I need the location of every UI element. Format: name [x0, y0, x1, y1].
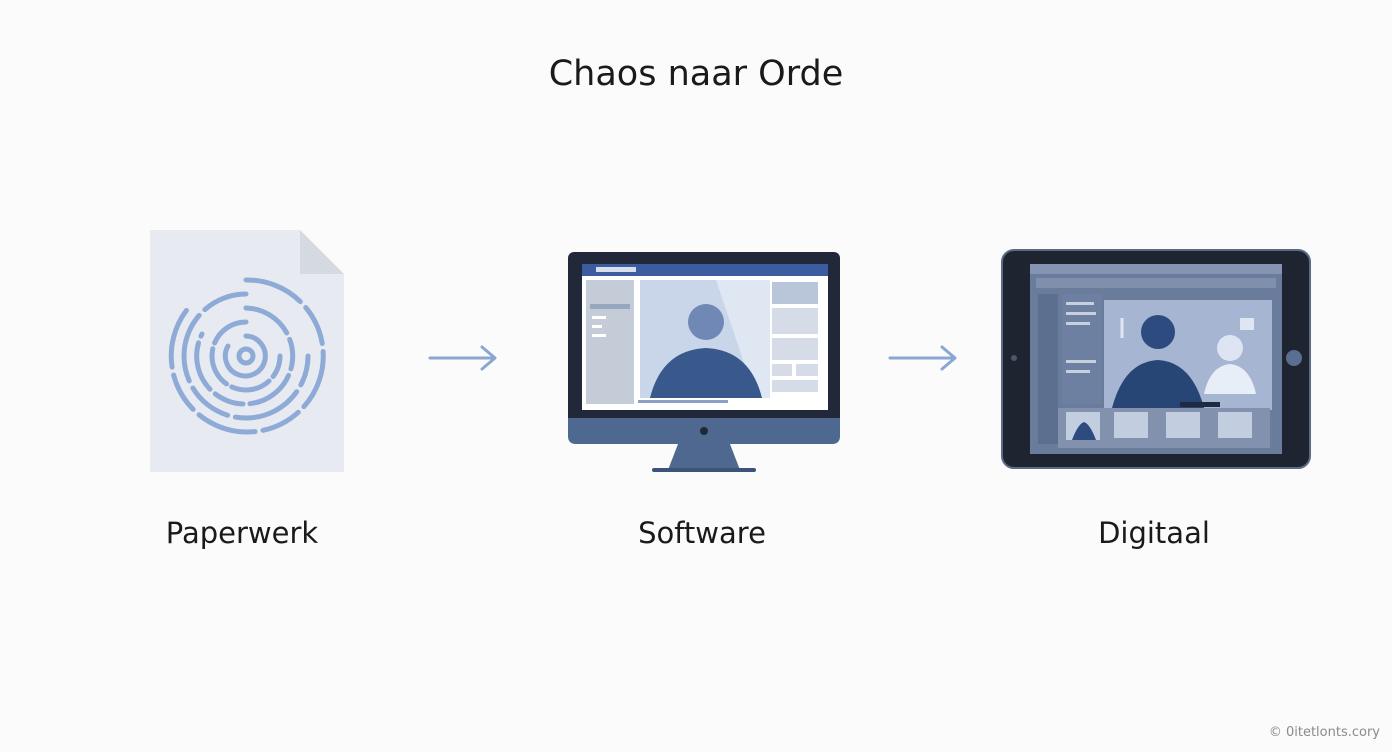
tablet-icon	[1000, 248, 1312, 470]
watermark: © 0itetlonts.cory	[1268, 725, 1380, 740]
arrow-right-icon	[888, 343, 960, 373]
document-icon	[148, 228, 346, 474]
logo-icon	[700, 427, 708, 435]
arrow-right-icon	[428, 343, 500, 373]
page-title: Chaos naar Orde	[548, 54, 844, 94]
stage-label-digitaal: Digitaal	[1098, 516, 1210, 550]
stage-label-software: Software	[638, 516, 766, 550]
monitor-icon	[566, 250, 842, 474]
stage-label-paperwerk: Paperwerk	[165, 516, 319, 550]
